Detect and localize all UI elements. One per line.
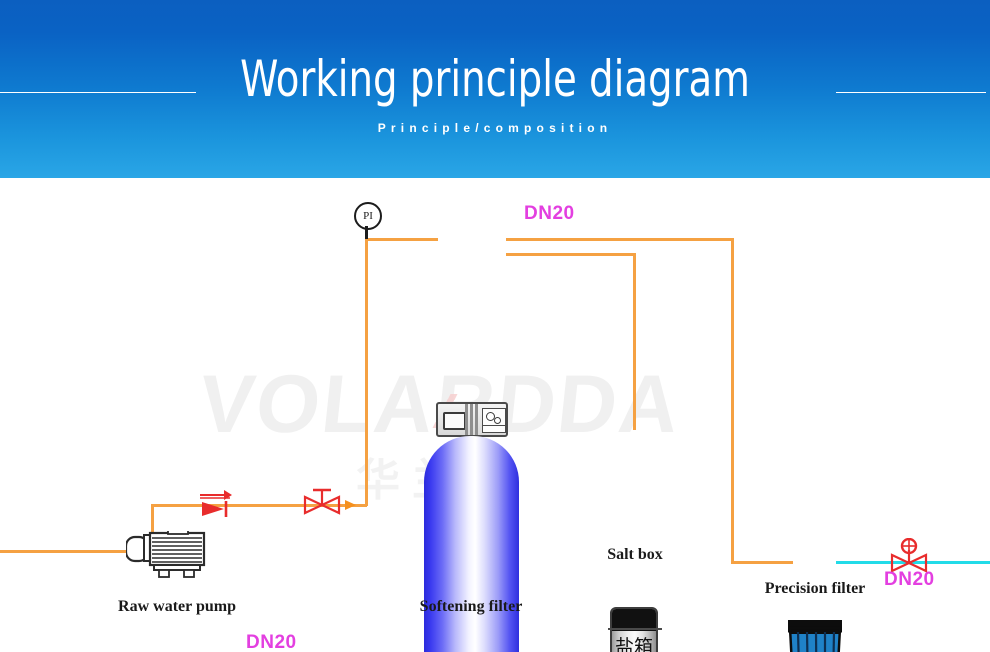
salt-box-label-cn: 盐箱 — [614, 636, 653, 652]
softening-filter-vessel — [424, 436, 519, 652]
header-rule-left — [0, 92, 196, 93]
pipe-brine-downcomer — [633, 253, 636, 430]
component-label-precision-filter: Precision filter — [764, 580, 866, 597]
pipe-valve-outlet-brine — [506, 253, 635, 256]
pipe-label-dn20-inlet: DN20 — [246, 632, 297, 652]
control-valve-dial-icon — [486, 412, 495, 421]
salt-box-rim — [608, 628, 662, 630]
diagram-canvas: VOLARDDA 华兰达 PI — [0, 178, 990, 652]
page-header: Working principle diagram Principle/comp… — [0, 0, 990, 178]
gate-valve-inlet[interactable] — [302, 486, 342, 525]
pipe-tank-inlet-riser — [365, 238, 368, 506]
page-title: Working principle diagram — [240, 50, 750, 108]
control-valve-panel-icon — [482, 408, 506, 433]
pressure-indicator-stem — [365, 226, 368, 239]
pipe-to-precision-filter-downcomer — [731, 238, 734, 563]
control-valve-dial-icon — [494, 417, 501, 424]
component-label-salt-box: Salt box — [607, 546, 663, 563]
pressure-indicator-gauge: PI — [354, 202, 382, 230]
precision-filter-vessel — [786, 618, 844, 652]
component-label-softening-filter: Softening filter — [419, 598, 523, 615]
pipe-inlet-main — [0, 550, 130, 553]
flow-arrow-to-tank — [345, 500, 356, 510]
pipe-label-dn20-top: DN20 — [524, 203, 575, 224]
header-rule-right — [836, 92, 986, 93]
pipe-into-precision-filter — [731, 561, 793, 564]
check-valve[interactable] — [198, 484, 240, 523]
page-subtitle: Principle/composition — [377, 121, 613, 135]
pipe-pump-to-tank-run — [151, 504, 367, 507]
pipe-valve-outlet-upper — [506, 238, 734, 241]
pipe-pump-discharge-riser — [151, 504, 154, 544]
control-valve-stripe-icon — [465, 404, 468, 435]
pipe-valve-inlet — [365, 238, 438, 241]
component-label-raw-water-pump: Raw water pump — [118, 598, 236, 615]
raw-water-pump-unit — [124, 526, 226, 584]
pipe-label-dn20-outlet: DN20 — [884, 569, 935, 590]
pressure-indicator-label: PI — [363, 209, 373, 222]
control-valve-window-icon — [443, 412, 466, 430]
multiport-control-valve[interactable] — [436, 402, 508, 437]
control-valve-stripe-icon — [475, 404, 478, 435]
salt-box-lid — [612, 609, 656, 631]
gate-valve-outlet[interactable] — [886, 537, 932, 587]
control-valve-stripe-icon — [470, 404, 473, 435]
pipe-product-water-outlet — [836, 561, 990, 564]
